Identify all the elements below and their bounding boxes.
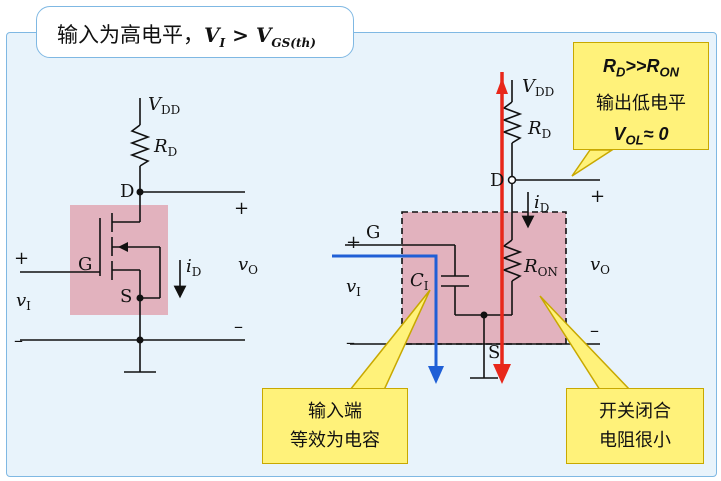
- top-callout-pointer: [571, 149, 615, 177]
- right-ron-resistor: [501, 239, 523, 282]
- right-vo-label: vO: [590, 254, 610, 277]
- right-rd-label: RD: [527, 118, 551, 141]
- left-vdd-label: VDD: [148, 94, 180, 117]
- switch-callout-line1: 开关闭合: [599, 401, 671, 422]
- input-callout-line2: 等效为电容: [290, 430, 380, 451]
- right-plus-in: +: [346, 232, 361, 253]
- right-circuit: [345, 80, 600, 379]
- left-s-label: S: [120, 286, 132, 307]
- left-vo-label: vO: [238, 254, 258, 277]
- right-s-label: S: [488, 342, 500, 363]
- left-id-label: iD: [186, 256, 201, 279]
- left-d-label: D: [120, 181, 134, 202]
- ron-callout: RD>>RON 输出低电平 VOL≈ 0: [573, 42, 709, 150]
- left-rd-label: RD: [153, 136, 177, 159]
- left-plus-out: +: [234, 198, 249, 219]
- right-d-label: D: [490, 170, 504, 191]
- left-rd-resistor: [129, 124, 151, 167]
- title-box: 输入为高电平，VI > VGS(th): [36, 6, 354, 58]
- left-minus-out: –: [234, 316, 243, 337]
- ron-callout-line3: VOL≈ 0: [613, 123, 669, 148]
- left-circuit: [20, 98, 245, 373]
- left-minus-in: –: [14, 330, 23, 351]
- right-plus-out: +: [590, 186, 605, 207]
- right-minus-out: –: [590, 320, 599, 341]
- left-g-label: G: [78, 254, 92, 275]
- left-plus-in: +: [14, 248, 29, 269]
- right-g-label: G: [366, 222, 380, 243]
- input-callout: 输入端 等效为电容: [262, 388, 408, 464]
- blue-input-arrow: [332, 254, 444, 384]
- ron-callout-line1: RD>>RON: [603, 56, 679, 80]
- left-vi-label: vI: [16, 290, 31, 313]
- title-text: 输入为高电平，VI > VGS(th): [57, 23, 316, 50]
- input-callout-line1: 输入端: [308, 401, 362, 422]
- ron-callout-line2: 输出低电平: [596, 92, 686, 114]
- left-mosfet-box: [70, 205, 168, 315]
- right-ron-label: RON: [523, 256, 558, 279]
- right-rd-resistor: [501, 101, 523, 144]
- right-minus-in: –: [346, 332, 355, 353]
- right-vdd-label: VDD: [522, 76, 554, 99]
- right-vi-label: vI: [346, 276, 361, 299]
- switch-callout: 开关闭合 电阻很小: [566, 388, 704, 464]
- red-current-arrow: [493, 72, 511, 384]
- right-ci-label: CI: [410, 270, 429, 293]
- right-id-label: iD: [534, 192, 549, 215]
- switch-callout-line2: 电阻很小: [599, 430, 671, 451]
